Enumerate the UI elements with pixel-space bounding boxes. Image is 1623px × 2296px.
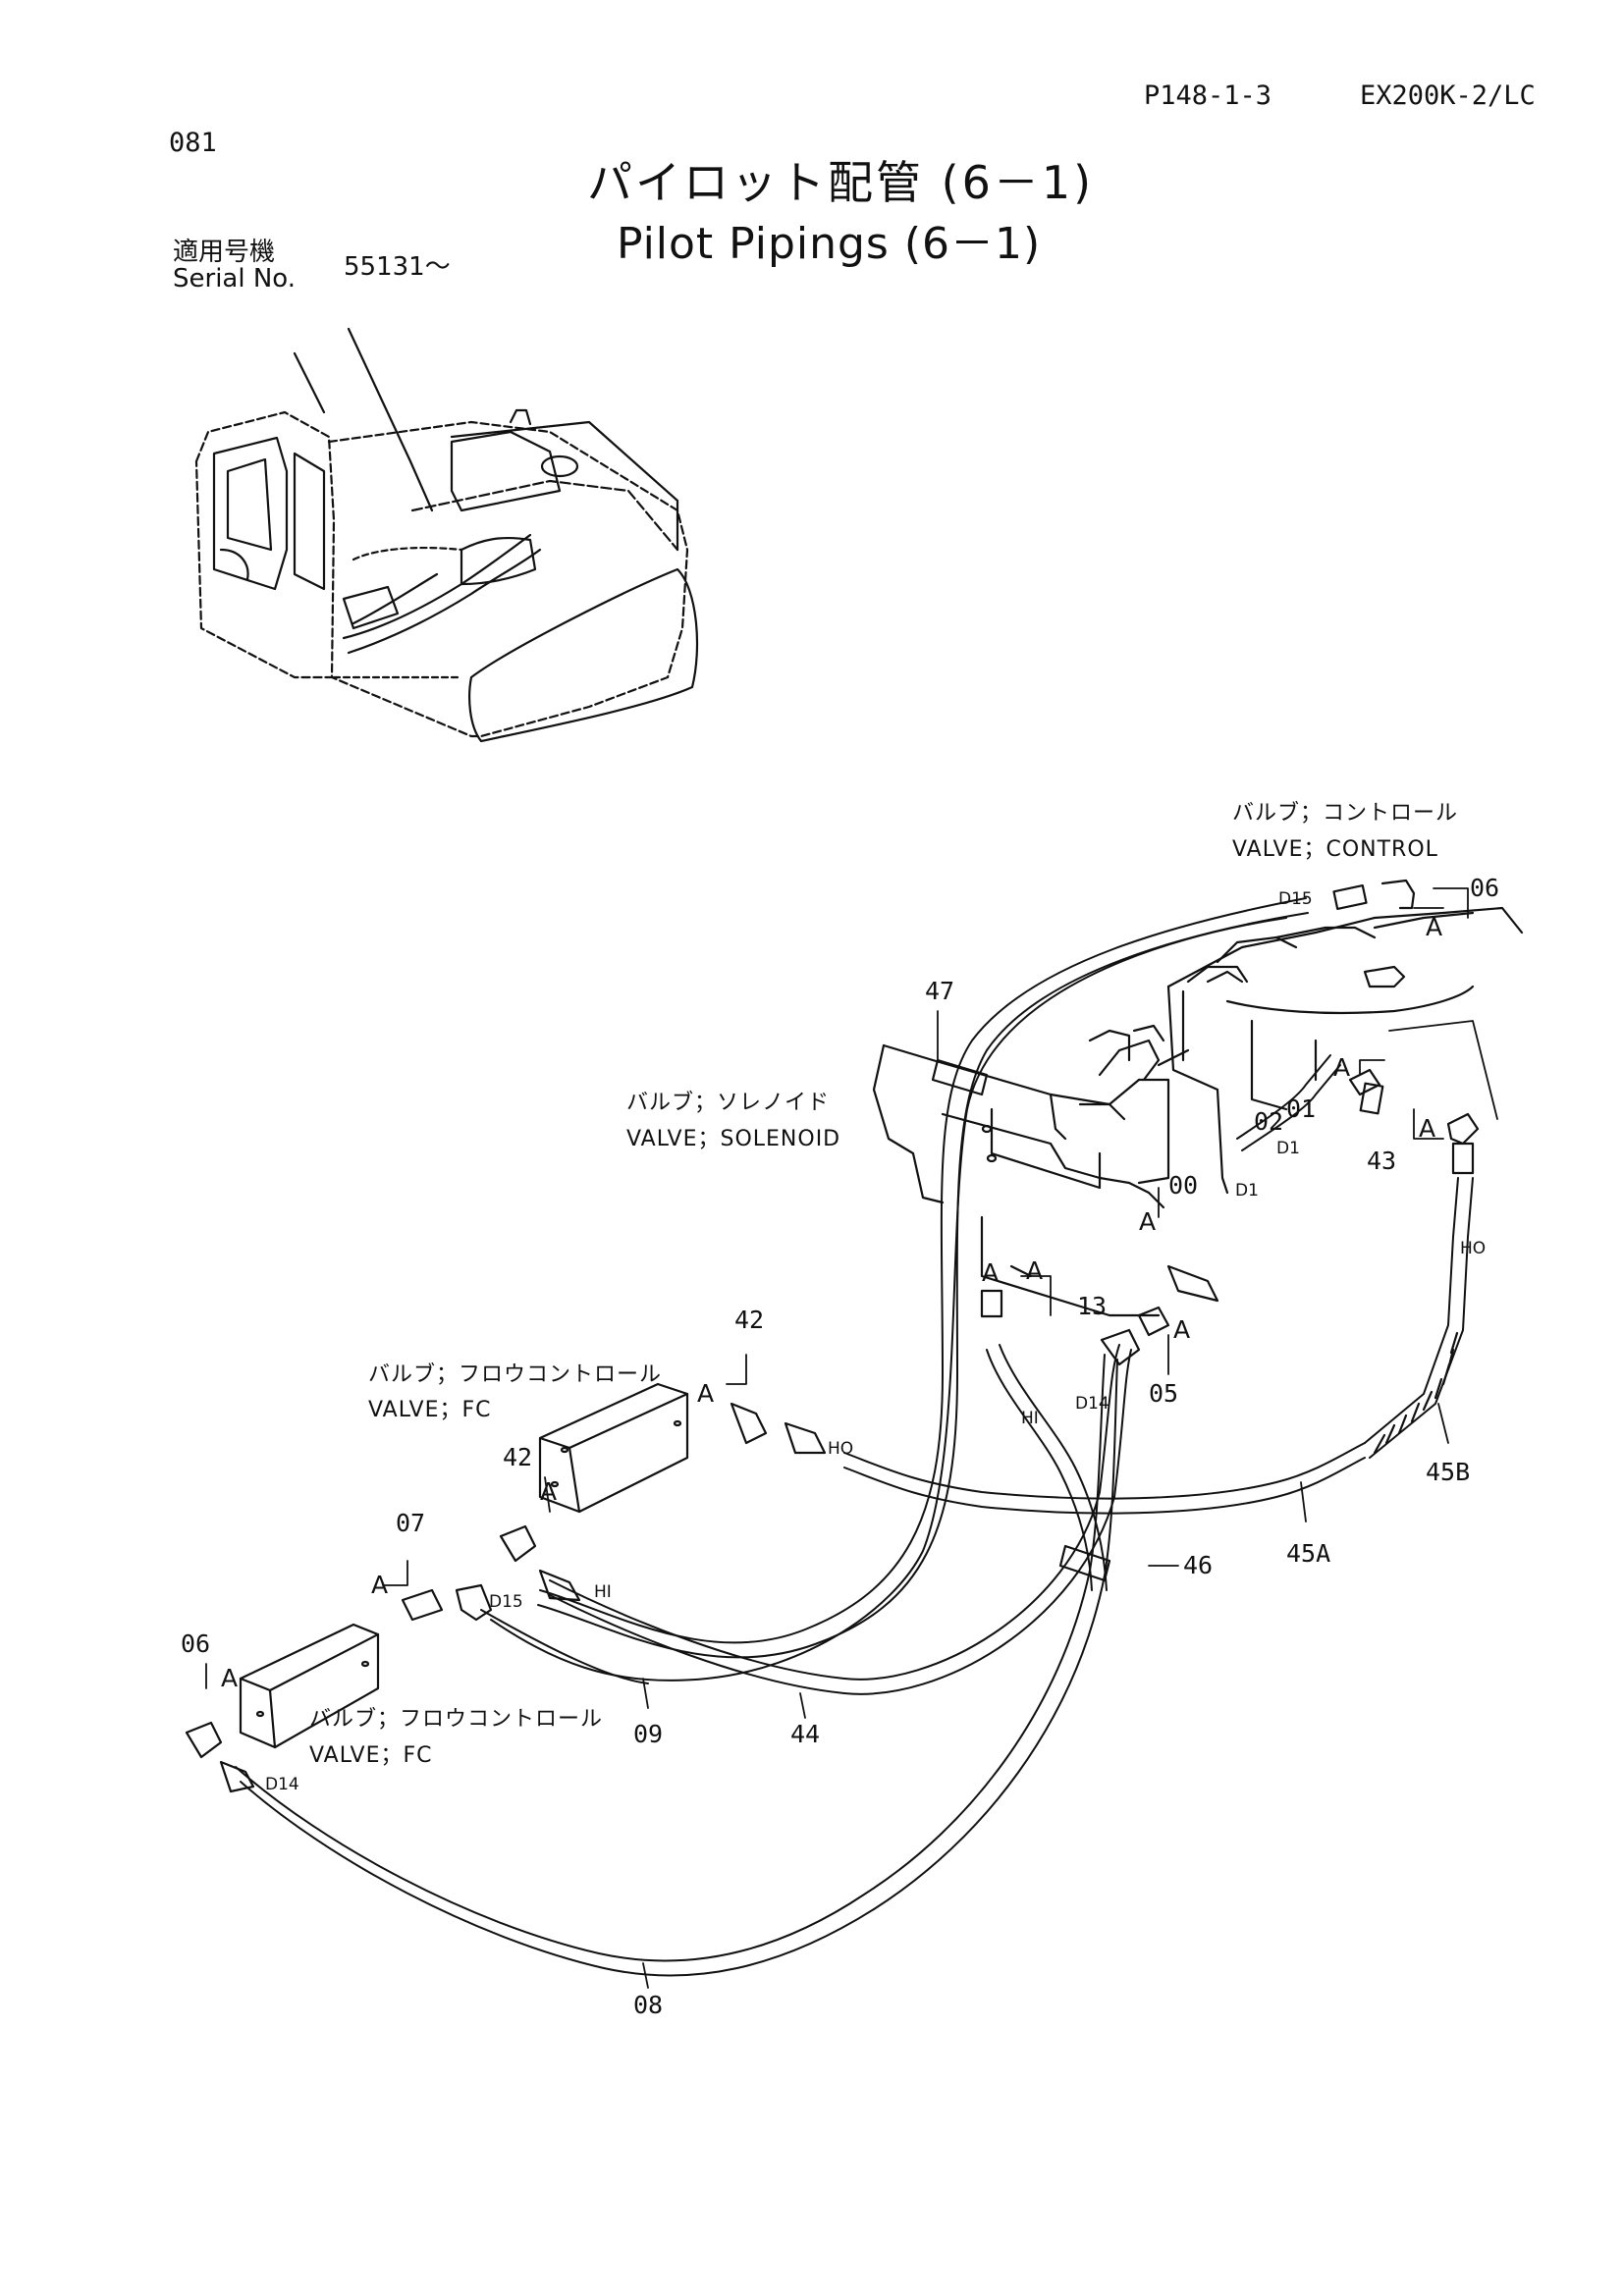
hose-label-ho-right: HO	[1460, 1239, 1487, 1258]
callout-a-05: A	[1173, 1315, 1191, 1344]
flow-control-valve-2	[239, 1623, 380, 1749]
hose-label-d14-left: D14	[265, 1775, 299, 1794]
solenoid-valve-body	[872, 1024, 1170, 1317]
control-valve-body	[1098, 906, 1524, 1195]
part-number-08: 08	[633, 1991, 664, 2019]
callout-a-top: A	[1426, 913, 1443, 941]
callout-a-42-left: A	[540, 1477, 558, 1506]
part-number-43: 43	[1367, 1147, 1397, 1175]
serial-label-english: Serial No.	[173, 264, 296, 294]
callout-a-06-left: A	[221, 1664, 239, 1692]
hose-label-d15-top: D15	[1278, 889, 1313, 909]
part-number-42-top: 42	[734, 1306, 765, 1334]
part-number-45A: 45A	[1286, 1539, 1331, 1568]
leader-lines	[205, 887, 1498, 1989]
title-english: Pilot Pipings (6－1)	[617, 219, 1042, 269]
part-number-07: 07	[396, 1509, 426, 1537]
title-japanese: パイロット配管 (6－1)	[587, 156, 1095, 209]
fc-valve-2-label-jp: バルブ；フロウコントロール	[309, 1707, 604, 1732]
page-number: 081	[169, 128, 217, 158]
part-number-01: 01	[1286, 1095, 1317, 1123]
solenoid-valve-label-jp: バルブ；ソレノイド	[626, 1091, 831, 1115]
excavator-overview-illustration	[194, 327, 699, 743]
callout-a-13: A	[1026, 1256, 1044, 1285]
part-number-02: 02	[1254, 1107, 1284, 1136]
callout-a-07: A	[371, 1571, 389, 1599]
part-number-46: 46	[1183, 1551, 1214, 1579]
hose-label-hi-mid: HI	[1021, 1409, 1039, 1428]
hose-label-d1-b: D1	[1235, 1181, 1259, 1201]
callout-a-01: A	[1333, 1053, 1351, 1082]
part-number-44: 44	[790, 1720, 821, 1748]
hose-lines	[235, 897, 1474, 1977]
part-number-13: 13	[1077, 1292, 1108, 1320]
part-number-06-left: 06	[181, 1629, 211, 1658]
part-number-42-left: 42	[503, 1443, 533, 1471]
serial-label-japanese: 適用号機	[173, 238, 276, 267]
part-number-05: 05	[1149, 1379, 1179, 1408]
callout-a-extra: A	[982, 1258, 1000, 1287]
part-number-06: 06	[1470, 874, 1500, 902]
callout-a-00: A	[1139, 1207, 1157, 1236]
model-number: EX200K-2/LC	[1360, 80, 1536, 111]
hose-label-hi-left: HI	[594, 1582, 612, 1602]
hose-label-ho-mid: HO	[828, 1439, 854, 1459]
part-number-47: 47	[925, 977, 955, 1005]
callout-a-42-top: A	[697, 1379, 715, 1408]
part-number-09: 09	[633, 1720, 664, 1748]
callout-a-43: A	[1419, 1114, 1436, 1143]
fc-valve-2-label-en: VALVE；FC	[309, 1743, 433, 1768]
serial-range: 55131～	[344, 252, 451, 282]
hose-label-d14-mid: D14	[1075, 1394, 1109, 1414]
control-valve-label-en: VALVE；CONTROL	[1232, 837, 1438, 862]
solenoid-valve-label-en: VALVE；SOLENOID	[626, 1127, 841, 1151]
page-reference: P148-1-3	[1144, 80, 1272, 111]
part-number-45B: 45B	[1426, 1458, 1471, 1486]
part-number-00: 00	[1168, 1171, 1199, 1200]
fittings	[185, 879, 1480, 1793]
control-valve-label-jp: バルブ；コントロール	[1232, 801, 1459, 826]
fc-valve-1-label-en: VALVE；FC	[368, 1398, 492, 1422]
flow-control-valve-1	[538, 1382, 689, 1514]
hose-label-d15-left: D15	[489, 1592, 523, 1612]
fc-valve-1-label-jp: バルブ；フロウコントロール	[368, 1362, 663, 1387]
hose-label-d1-a: D1	[1276, 1139, 1300, 1158]
